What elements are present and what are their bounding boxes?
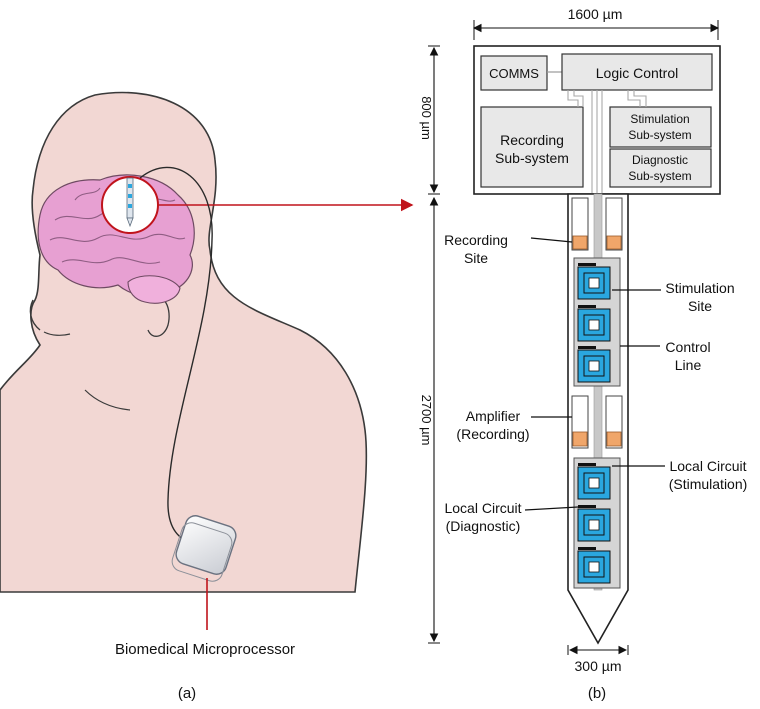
panel-a: Biomedical Microprocessor (a) — [0, 93, 412, 702]
stimulation-subsystem-label-2: Sub-system — [628, 128, 691, 142]
callout-local-stim-1: Local Circuit — [669, 458, 746, 474]
dim-height-shank: 2700 µm — [419, 395, 434, 446]
callout-amplifier-1: Amplifier — [466, 408, 521, 424]
comms-label: COMMS — [489, 66, 539, 81]
callout-local-stim-2: (Stimulation) — [669, 476, 748, 492]
callout-stimulation-site-1: Stimulation — [665, 280, 734, 296]
recording-subsystem-label-1: Recording — [500, 132, 564, 148]
dim-width-tip: 300 µm — [575, 658, 622, 674]
callout-local-diag-2: (Diagnostic) — [446, 518, 521, 534]
diagnostic-subsystem-label-2: Sub-system — [628, 169, 691, 183]
callout-amplifier-2: (Recording) — [456, 426, 529, 442]
dim-height-head: 800 µm — [419, 96, 434, 140]
callout-recording-site-1: Recording — [444, 232, 508, 248]
human-silhouette — [0, 93, 366, 592]
stimulation-sites-bottom — [578, 463, 610, 583]
callout-control-line-1: Control — [665, 339, 710, 355]
callout-recording-site-2: Site — [464, 250, 488, 266]
recording-site — [573, 236, 587, 249]
amplifier — [573, 432, 587, 446]
callout-stimulation-site-2: Site — [688, 298, 712, 314]
dim-width-top: 1600 µm — [568, 6, 623, 22]
device-label: Biomedical Microprocessor — [115, 641, 295, 658]
logic-control-label: Logic Control — [596, 65, 679, 81]
caption-a: (a) — [178, 685, 196, 702]
callout-control-line-2: Line — [675, 357, 702, 373]
callout-local-diag-1: Local Circuit — [444, 500, 521, 516]
diagnostic-subsystem-label-1: Diagnostic — [632, 153, 688, 167]
caption-b: (b) — [588, 685, 606, 702]
recording-subsystem-label-2: Sub-system — [495, 150, 569, 166]
panel-b: 1600 µm 800 µm 2700 µm COMMS Logic Contr… — [419, 6, 747, 702]
stimulation-sites-top — [578, 263, 610, 382]
stimulation-subsystem-label-1: Stimulation — [630, 112, 689, 126]
